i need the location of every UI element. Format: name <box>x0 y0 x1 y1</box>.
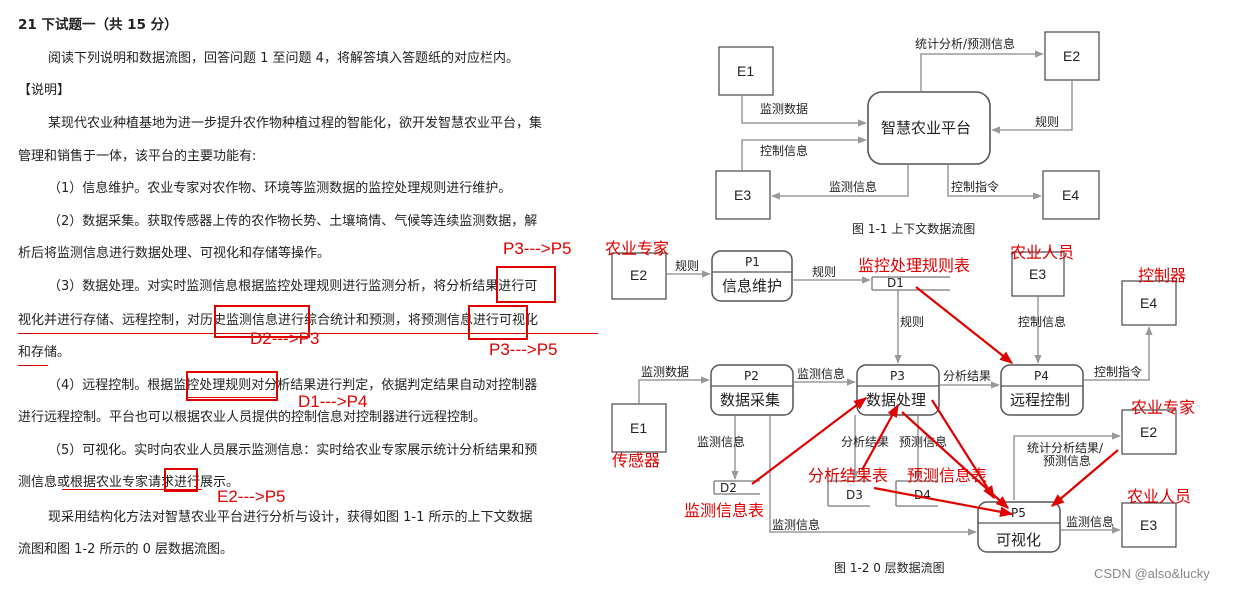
flow-label: 控制指令 <box>1094 364 1142 379</box>
question-title: 21 下试题一（共 15 分） <box>18 17 178 33</box>
process-id: P2 <box>744 369 759 383</box>
flow-label: 预测信息 <box>899 434 947 449</box>
flow-label: 控制信息 <box>1018 314 1066 329</box>
annotation-label: 农业专家 <box>605 239 669 258</box>
flow-label: 分析结果 <box>943 369 991 383</box>
annotation-label: 传感器 <box>612 451 660 470</box>
annotation-text: E2--->P5 <box>217 487 286 506</box>
section-heading: 【说明】 <box>18 83 71 98</box>
function-1: （1）信息维护。农业专家对农作物、环境等监测数据的监控处理规则进行维护。 <box>48 181 512 196</box>
context-diagram <box>715 31 1100 220</box>
store-id: D3 <box>846 488 863 502</box>
process-id: P1 <box>745 255 760 269</box>
flow-label: 监测信息 <box>829 179 877 194</box>
flow-label: 分析结果 <box>841 435 889 449</box>
figure-caption: 图 1-2 0 层数据流图 <box>834 560 945 575</box>
flow-label: 规则 <box>675 258 699 273</box>
annotation-underline <box>18 365 48 366</box>
flow-label: 监测信息 <box>1066 514 1114 529</box>
flow-label: 统计分析结果/ <box>1027 441 1104 455</box>
annotation-box <box>214 305 310 338</box>
function-4-line2: 进行远程控制。平台也可以根据农业人员提供的控制信息对控制器进行远程控制。 <box>18 410 487 425</box>
entity-e1: E1 <box>630 420 647 436</box>
flow-label: 监测信息 <box>772 517 820 532</box>
store-id: D1 <box>887 276 904 290</box>
flow-label: 控制信息 <box>760 143 808 158</box>
function-5-line2: 测信息或根据农业专家请求进行展示。 <box>18 475 240 490</box>
entity-e1: E1 <box>737 63 754 79</box>
flow-label: 统计分析/预测信息 <box>915 36 1015 51</box>
flow-label: 监测信息 <box>797 366 845 381</box>
annotation-label: 预测信息表 <box>907 466 987 485</box>
annotation-label: 农业专家 <box>1131 398 1195 417</box>
flow-label: 控制指令 <box>951 179 999 194</box>
process-name: 数据采集 <box>720 391 780 409</box>
annotation-text: D1--->P4 <box>298 392 368 411</box>
outro-line2: 流图和图 1-2 所示的 0 层数据流图。 <box>18 542 234 557</box>
annotation-box <box>186 371 278 401</box>
flow-label: 规则 <box>1035 114 1059 129</box>
entity-e2: E2 <box>1063 48 1080 64</box>
store-id: D2 <box>720 481 737 495</box>
process-name: 数据处理 <box>866 391 926 409</box>
function-3-line1: （3）数据处理。对实时监测信息根据监控处理规则进行监测分析，将分析结果进行可 <box>48 279 538 294</box>
process-id: P4 <box>1034 369 1049 383</box>
annotation-arrows <box>751 286 1119 517</box>
function-5-line1: （5）可视化。实时向农业人员展示监测信息：实时给农业专家展示统计分析结果和预 <box>48 443 538 458</box>
annotation-text: D2--->P3 <box>250 329 320 348</box>
annotation-label: 监控处理规则表 <box>858 256 970 275</box>
annotation-underline <box>62 489 202 490</box>
paragraph-line: 某现代农业种植基地为进一步提升农作物种植过程的智能化，欲开发智慧农业平台，集 <box>48 116 543 131</box>
paragraph-line: 管理和销售于一体，该平台的主要功能有: <box>18 149 257 164</box>
entity-e3: E3 <box>1140 517 1157 533</box>
flow-label: 规则 <box>812 264 836 279</box>
entity-e3: E3 <box>734 187 751 203</box>
annotation-label: 农业人员 <box>1127 487 1191 506</box>
function-2-line2: 析后将监测信息进行数据处理、可视化和存储等操作。 <box>18 246 331 261</box>
process-name: 远程控制 <box>1010 391 1070 409</box>
figure-caption: 图 1-1 上下文数据流图 <box>852 221 975 236</box>
flow-label: 监测数据 <box>641 364 689 379</box>
annotation-label: 分析结果表 <box>808 466 888 485</box>
function-3-line2: 视化并进行存储、远程控制，对历史监测信息进行综合统计和预测，将预测信息进行可视化 <box>18 313 539 328</box>
annotation-box <box>496 266 556 303</box>
process-id: P5 <box>1011 506 1026 520</box>
entity-e4: E4 <box>1062 187 1079 203</box>
process-name: 可视化 <box>996 531 1041 549</box>
flow-label: 预测信息 <box>1043 453 1091 468</box>
annotation-underline <box>18 333 598 334</box>
entity-e4: E4 <box>1140 295 1157 311</box>
annotation-text: P3--->P5 <box>489 340 558 359</box>
annotation-box <box>468 305 528 340</box>
function-3-line3: 和存储。 <box>18 345 71 360</box>
annotation-text: P3--->P5 <box>503 239 572 258</box>
process-name: 信息维护 <box>722 277 782 295</box>
entity-e3: E3 <box>1029 266 1046 282</box>
watermark: CSDN @also&lucky <box>1094 566 1210 581</box>
annotation-label: 监测信息表 <box>684 501 764 520</box>
system-name: 智慧农业平台 <box>881 119 971 137</box>
process-id: P3 <box>890 369 905 383</box>
annotation-underline <box>186 397 278 398</box>
entity-e2: E2 <box>1140 424 1157 440</box>
flow-label: 监测数据 <box>760 101 808 116</box>
flow-label: 监测信息 <box>697 434 745 449</box>
outro-line1: 现采用结构化方法对智慧农业平台进行分析与设计，获得如图 1-1 所示的上下文数据 <box>48 510 533 525</box>
question-panel: 21 下试题一（共 15 分） 阅读下列说明和数据流图，回答问题 1 至问题 4… <box>0 0 610 589</box>
annotation-box <box>164 468 198 492</box>
entity-e2: E2 <box>630 267 647 283</box>
annotation-label: 农业人员 <box>1010 243 1074 262</box>
annotation-label: 控制器 <box>1138 266 1186 285</box>
flow-label: 规则 <box>900 314 924 329</box>
function-2-line1: （2）数据采集。获取传感器上传的农作物长势、土壤墒情、气候等连续监测数据，解 <box>48 214 538 229</box>
function-4-line1: （4）远程控制。根据监控处理规则对分析结果进行判定，依据判定结果自动对控制器 <box>48 378 538 393</box>
level0-diagram <box>611 250 1177 553</box>
intro-text: 阅读下列说明和数据流图，回答问题 1 至问题 4，将解答填入答题纸的对应栏内。 <box>48 51 519 66</box>
